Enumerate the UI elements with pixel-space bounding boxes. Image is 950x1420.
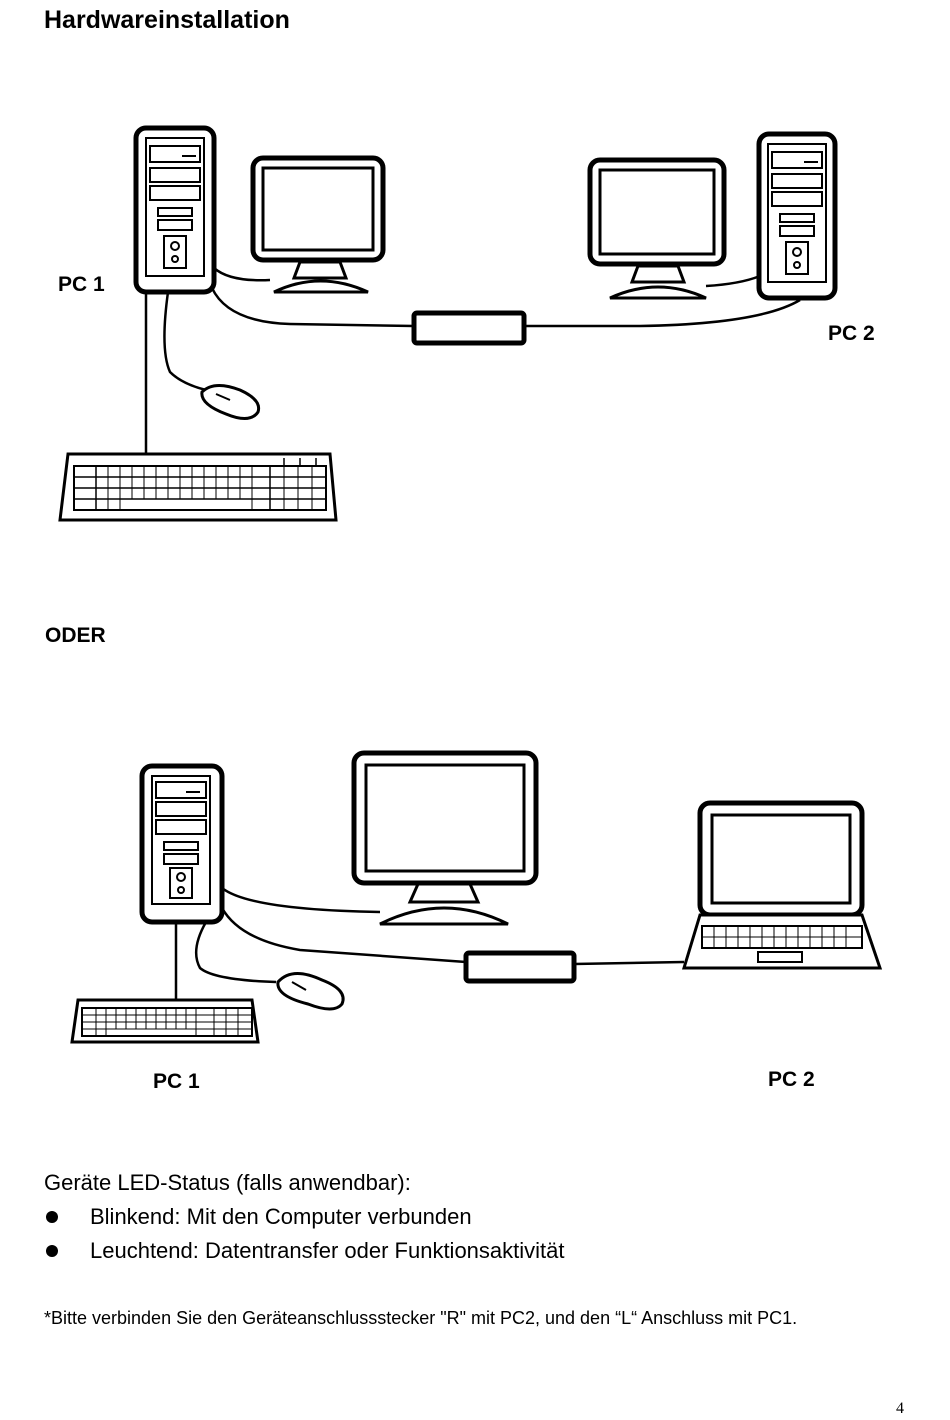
pc1-label-bottom: PC 1 bbox=[153, 1070, 200, 1093]
bullet-icon bbox=[46, 1245, 58, 1257]
kvm-switch-icon bbox=[411, 310, 527, 346]
keyboard-icon bbox=[58, 452, 338, 522]
pc2-label-top: PC 2 bbox=[828, 322, 875, 345]
kvm-switch-icon bbox=[463, 950, 577, 984]
pc1-tower-icon bbox=[133, 125, 217, 295]
monitor-1-icon bbox=[250, 155, 386, 294]
led-status-item-text: Leuchtend: Datentransfer oder Funktionsa… bbox=[90, 1238, 565, 1263]
led-status-item: Blinkend: Mit den Computer verbunden bbox=[44, 1204, 472, 1230]
pc1-tower-icon bbox=[139, 763, 225, 925]
connection-note: *Bitte verbinden Sie den Geräteanschluss… bbox=[44, 1308, 798, 1328]
pc2-tower-icon bbox=[756, 131, 838, 301]
pc1-label-top: PC 1 bbox=[58, 273, 105, 296]
led-status-item: Leuchtend: Datentransfer oder Funktionsa… bbox=[44, 1238, 565, 1264]
monitor-icon bbox=[351, 750, 539, 926]
led-status-item-text: Blinkend: Mit den Computer verbunden bbox=[90, 1204, 472, 1229]
oder-heading: ODER bbox=[45, 624, 106, 647]
mouse-icon bbox=[276, 972, 345, 1011]
laptop-icon bbox=[681, 800, 883, 970]
page-title: Hardwareinstallation bbox=[44, 6, 290, 34]
diagram-two-desktops bbox=[58, 125, 838, 522]
led-status-title: Geräte LED-Status (falls anwendbar): bbox=[44, 1170, 411, 1195]
monitor-2-icon bbox=[587, 157, 727, 300]
bullet-icon bbox=[46, 1211, 58, 1223]
keyboard-icon bbox=[70, 998, 260, 1044]
mouse-icon bbox=[200, 384, 261, 420]
diagram-desktop-laptop bbox=[70, 750, 883, 1044]
pc2-label-bottom: PC 2 bbox=[768, 1068, 815, 1091]
page-number: 4 bbox=[896, 1400, 904, 1417]
